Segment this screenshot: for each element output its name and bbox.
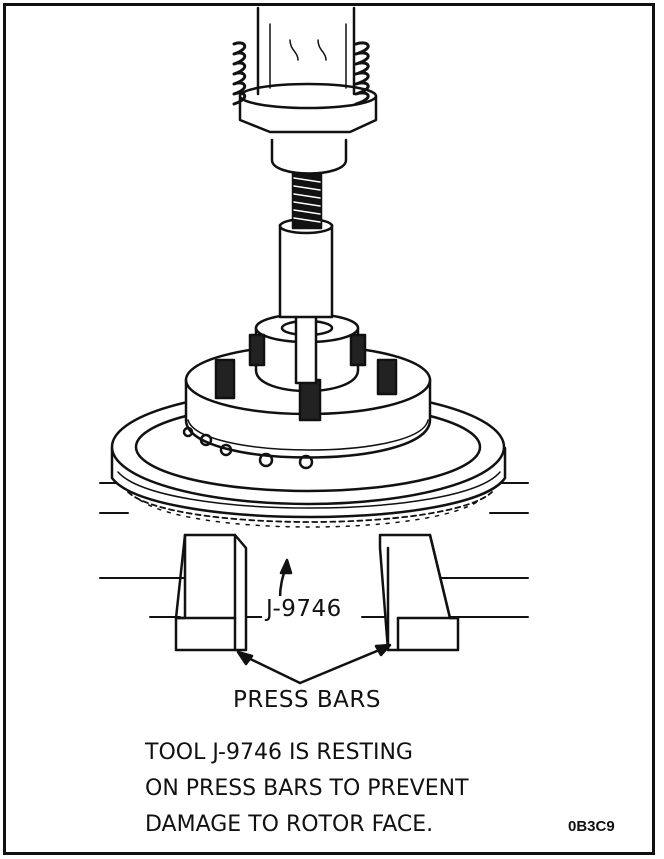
right-press-bar xyxy=(378,533,460,652)
figure-caption: TOOL J-9746 IS RESTING ON PRESS BARS TO … xyxy=(145,735,469,843)
left-press-bar xyxy=(174,533,248,652)
press-springs xyxy=(232,41,370,106)
press-bar-arrows xyxy=(236,558,392,685)
tool-callout-label: J-9746 xyxy=(262,596,346,622)
figure-code: 0B3C9 xyxy=(568,818,615,835)
press-bars-callout-label: PRESS BARS xyxy=(233,687,381,713)
press-head xyxy=(238,6,378,175)
wheel-studs xyxy=(214,333,398,422)
caption-line-1: TOOL J-9746 IS RESTING xyxy=(145,740,413,765)
caption-line-3: DAMAGE TO ROTOR FACE. xyxy=(145,812,434,837)
press-screw xyxy=(291,168,323,230)
figure-frame xyxy=(3,3,655,855)
caption-line-2: ON PRESS BARS TO PREVENT xyxy=(145,776,469,801)
